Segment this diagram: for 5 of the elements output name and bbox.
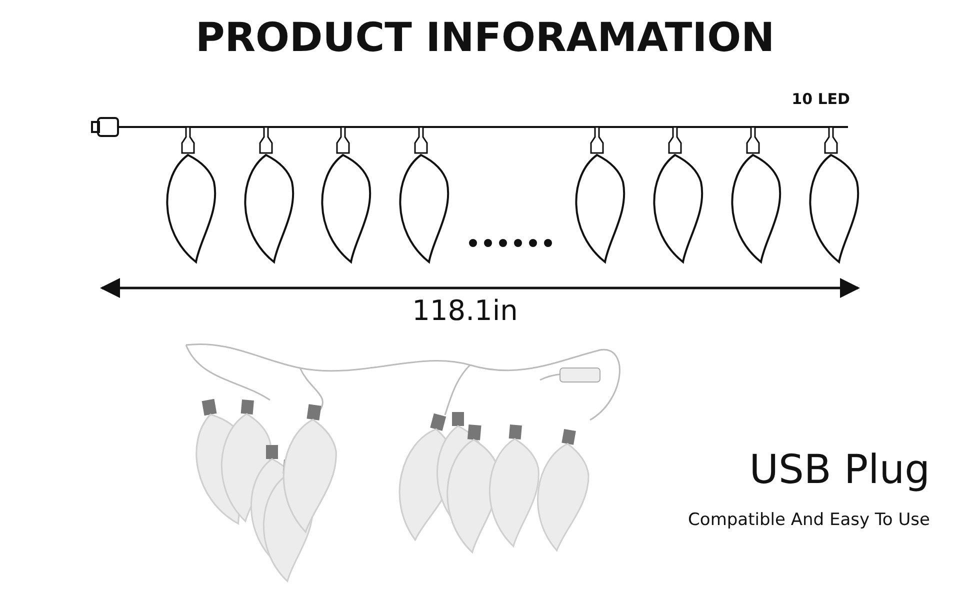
dimension-label: 118.1in [411,297,519,325]
title-text: PRODUCT INFORAMATION [194,18,776,58]
feature-text: Compatible And Easy To Use [688,512,930,529]
product-label: USB Plug [749,450,930,490]
led-count-label: 10 LED [792,92,850,107]
